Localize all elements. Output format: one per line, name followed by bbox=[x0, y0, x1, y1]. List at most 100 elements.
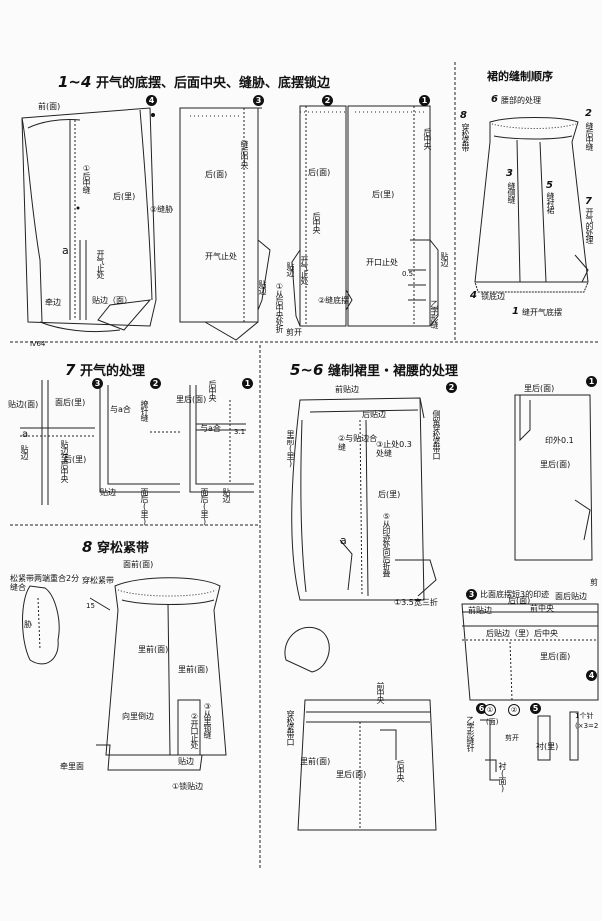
label-fold-from-center: ①从后中央处折 bbox=[275, 282, 284, 332]
s56-back-inside: 后(里) bbox=[378, 490, 401, 499]
s8-waist-face: 面前(面) bbox=[123, 560, 154, 569]
s56-lining-back: 里后(面) bbox=[524, 384, 555, 393]
s8-side: 胁 bbox=[24, 620, 32, 629]
s56-back-facing: 后贴边 bbox=[362, 410, 386, 419]
label-side-seam: ②缝胁 bbox=[150, 205, 174, 214]
label-back-face-3: 后(面) bbox=[205, 170, 228, 179]
seq-number-2: 2 bbox=[585, 108, 592, 119]
s56-front-center-2: 前中央 bbox=[376, 682, 385, 703]
s8-measure-15: 15 bbox=[86, 602, 95, 610]
seq-insert-elastic: 穿松紧带 bbox=[461, 123, 470, 151]
s7-blind-stitch: 撩针缝 bbox=[140, 400, 149, 421]
s8-fold-inward: 向里倒边 bbox=[122, 712, 154, 721]
s56-back-lining: 里后(面) bbox=[540, 652, 571, 661]
s56-shorter-hem-note: 比面底摆短3的印迹 bbox=[480, 590, 550, 599]
s7-back-inside: 面后(里) bbox=[55, 398, 86, 407]
section-1-4-number: 1~4 bbox=[58, 73, 92, 91]
label-a-4: a bbox=[62, 244, 69, 257]
s56-sub-step-1: ① bbox=[484, 704, 496, 716]
s56-back-center-2: 后中央 bbox=[396, 760, 405, 781]
seq-number-7: 7 bbox=[585, 196, 592, 207]
label-back-inside-1: 后(里) bbox=[372, 190, 395, 199]
s56-lining-front: 里前(里) bbox=[286, 430, 295, 467]
s56-front-center: 前中央 bbox=[530, 604, 554, 613]
s7-facing-to-center: 贴边至后中央 bbox=[60, 440, 69, 482]
s56-sew-03: ③止处0.3处缝 bbox=[376, 440, 412, 458]
label-vent-stop-3: 开气止处 bbox=[205, 252, 237, 261]
s56-outside-mark: 印外0.1 bbox=[545, 436, 574, 445]
s56-facing-face: 衬(面) bbox=[498, 762, 507, 792]
s56-one-needle: 1个针 bbox=[575, 712, 594, 720]
seq-vent-processing: 开气的处理 bbox=[585, 208, 594, 243]
s56-lining-back-2: 里后(面) bbox=[540, 460, 571, 469]
seq-number-6: 6 bbox=[491, 94, 498, 105]
s8-lock-from-inside: ③从里锁缝 bbox=[203, 702, 212, 738]
seq-sew-vent-hem: 缝开气底摆 bbox=[522, 308, 562, 317]
label-center-back-1: 后中央 bbox=[423, 128, 432, 149]
s56-lining-back-3: 里后(面) bbox=[336, 770, 367, 779]
section-1-4-heading: 开气的底摆、后面中央、缝胁、底摆锁边 bbox=[95, 76, 330, 91]
s8-elastic-overlap-note: 松紧带两端重合2分缝合 bbox=[10, 574, 80, 592]
s56-back-facing-band: 后贴边（里）后中央 bbox=[486, 629, 558, 638]
label-sew-center-back: 缝后中央 bbox=[240, 140, 249, 168]
label-back-inside: 后(里) bbox=[113, 192, 136, 201]
seq-side-seam: 缝侧缝 bbox=[507, 182, 516, 203]
s56-fold-back-from-mark: ⑤从印迹处向后折叠 bbox=[382, 512, 391, 576]
s7-back-face-3: 面后(里) bbox=[140, 488, 149, 525]
seq-number-1: 1 bbox=[512, 306, 519, 317]
label-vent-stop-2: 开气止处 bbox=[300, 256, 309, 284]
s7-join-a: 与a合 bbox=[110, 405, 131, 414]
s7-step-1: 1 bbox=[242, 378, 253, 389]
s56-label-a: a bbox=[340, 534, 347, 547]
s56-back-facing-face: 面后贴边 bbox=[555, 592, 587, 601]
s56-cut-open: 剪开 bbox=[505, 734, 519, 742]
seq-lock-hem: 锁底边 bbox=[481, 292, 505, 301]
seq-number-3: 3 bbox=[506, 168, 513, 179]
section-5-6-heading: 缝制裙里・裙腰的处理 bbox=[327, 364, 458, 379]
s7-center-back: 后中央 bbox=[208, 380, 217, 401]
s8-insert-elastic: 穿松紧带 bbox=[82, 576, 114, 585]
section-7-heading: 开气的处理 bbox=[79, 364, 145, 379]
label-sew-hem: ②缝底摆 bbox=[318, 296, 350, 305]
s7-step-3: 3 bbox=[92, 378, 103, 389]
s56-join-facing: ②与贴边合缝 bbox=[338, 434, 378, 452]
s7-measure-31: 3.1 bbox=[234, 428, 246, 436]
section-7-number: 7 bbox=[65, 361, 76, 379]
label-facing-3: 贴边 bbox=[258, 280, 267, 294]
sequence-title: 裙的缝制顺序 bbox=[487, 70, 553, 83]
label-size-05: 0.5 bbox=[402, 270, 414, 278]
step-3-marker: 3 bbox=[253, 95, 264, 106]
s56-face-small: (面) bbox=[486, 718, 499, 726]
section-5-6-number: 5~6 bbox=[290, 361, 324, 379]
step-2-marker: 2 bbox=[322, 95, 333, 106]
s7-facing-2: 贴边 bbox=[20, 445, 29, 459]
s56-cut: 剪 bbox=[590, 578, 598, 587]
label-front-face: 前(面) bbox=[38, 102, 61, 111]
s8-lining-front: 里前(面) bbox=[138, 645, 169, 654]
label-facing-1: 贴边 bbox=[440, 252, 449, 266]
s8-facing: 贴边 bbox=[178, 757, 194, 766]
s7-facing-face: 贴边(面) bbox=[8, 400, 39, 409]
label-stay-tape: 牵边 bbox=[45, 298, 61, 307]
label-facing-face: 贴边（面） bbox=[92, 296, 132, 305]
s7-label-a: a bbox=[22, 429, 29, 440]
seq-number-5: 5 bbox=[546, 180, 553, 191]
s56-sub-step-2: ② bbox=[508, 704, 520, 716]
s56-facing-inside: 衬(里) bbox=[536, 742, 559, 751]
s7-step-2: 2 bbox=[150, 378, 161, 389]
s56-front-facing: 前贴边 bbox=[335, 385, 359, 394]
s56-side-opening: 侧留穿松紧带口 bbox=[432, 410, 441, 459]
label-zigzag-stitch: 乙字形缝 bbox=[430, 300, 439, 328]
s56-step-5: 5 bbox=[530, 703, 541, 714]
s8-lock-facing: ①锁贴边 bbox=[172, 782, 204, 791]
section-8-heading: 穿松紧带 bbox=[96, 541, 149, 556]
footer-mark: Ⅳ64 bbox=[30, 340, 46, 348]
section-8-title: 8 穿松紧带 bbox=[82, 537, 149, 556]
seq-waist-processing: 腰部的处理 bbox=[501, 96, 541, 105]
section-5-6-title: 5~6 缝制裙里・裙腰的处理 bbox=[290, 360, 458, 379]
seq-center-back-seam: 缝后中缝 bbox=[585, 122, 594, 150]
s8-lining-front-2: 里前(面) bbox=[178, 665, 209, 674]
seq-number-4: 4 bbox=[470, 290, 477, 301]
s56-zigzag-needle: 乙字形缝针 bbox=[466, 716, 475, 751]
